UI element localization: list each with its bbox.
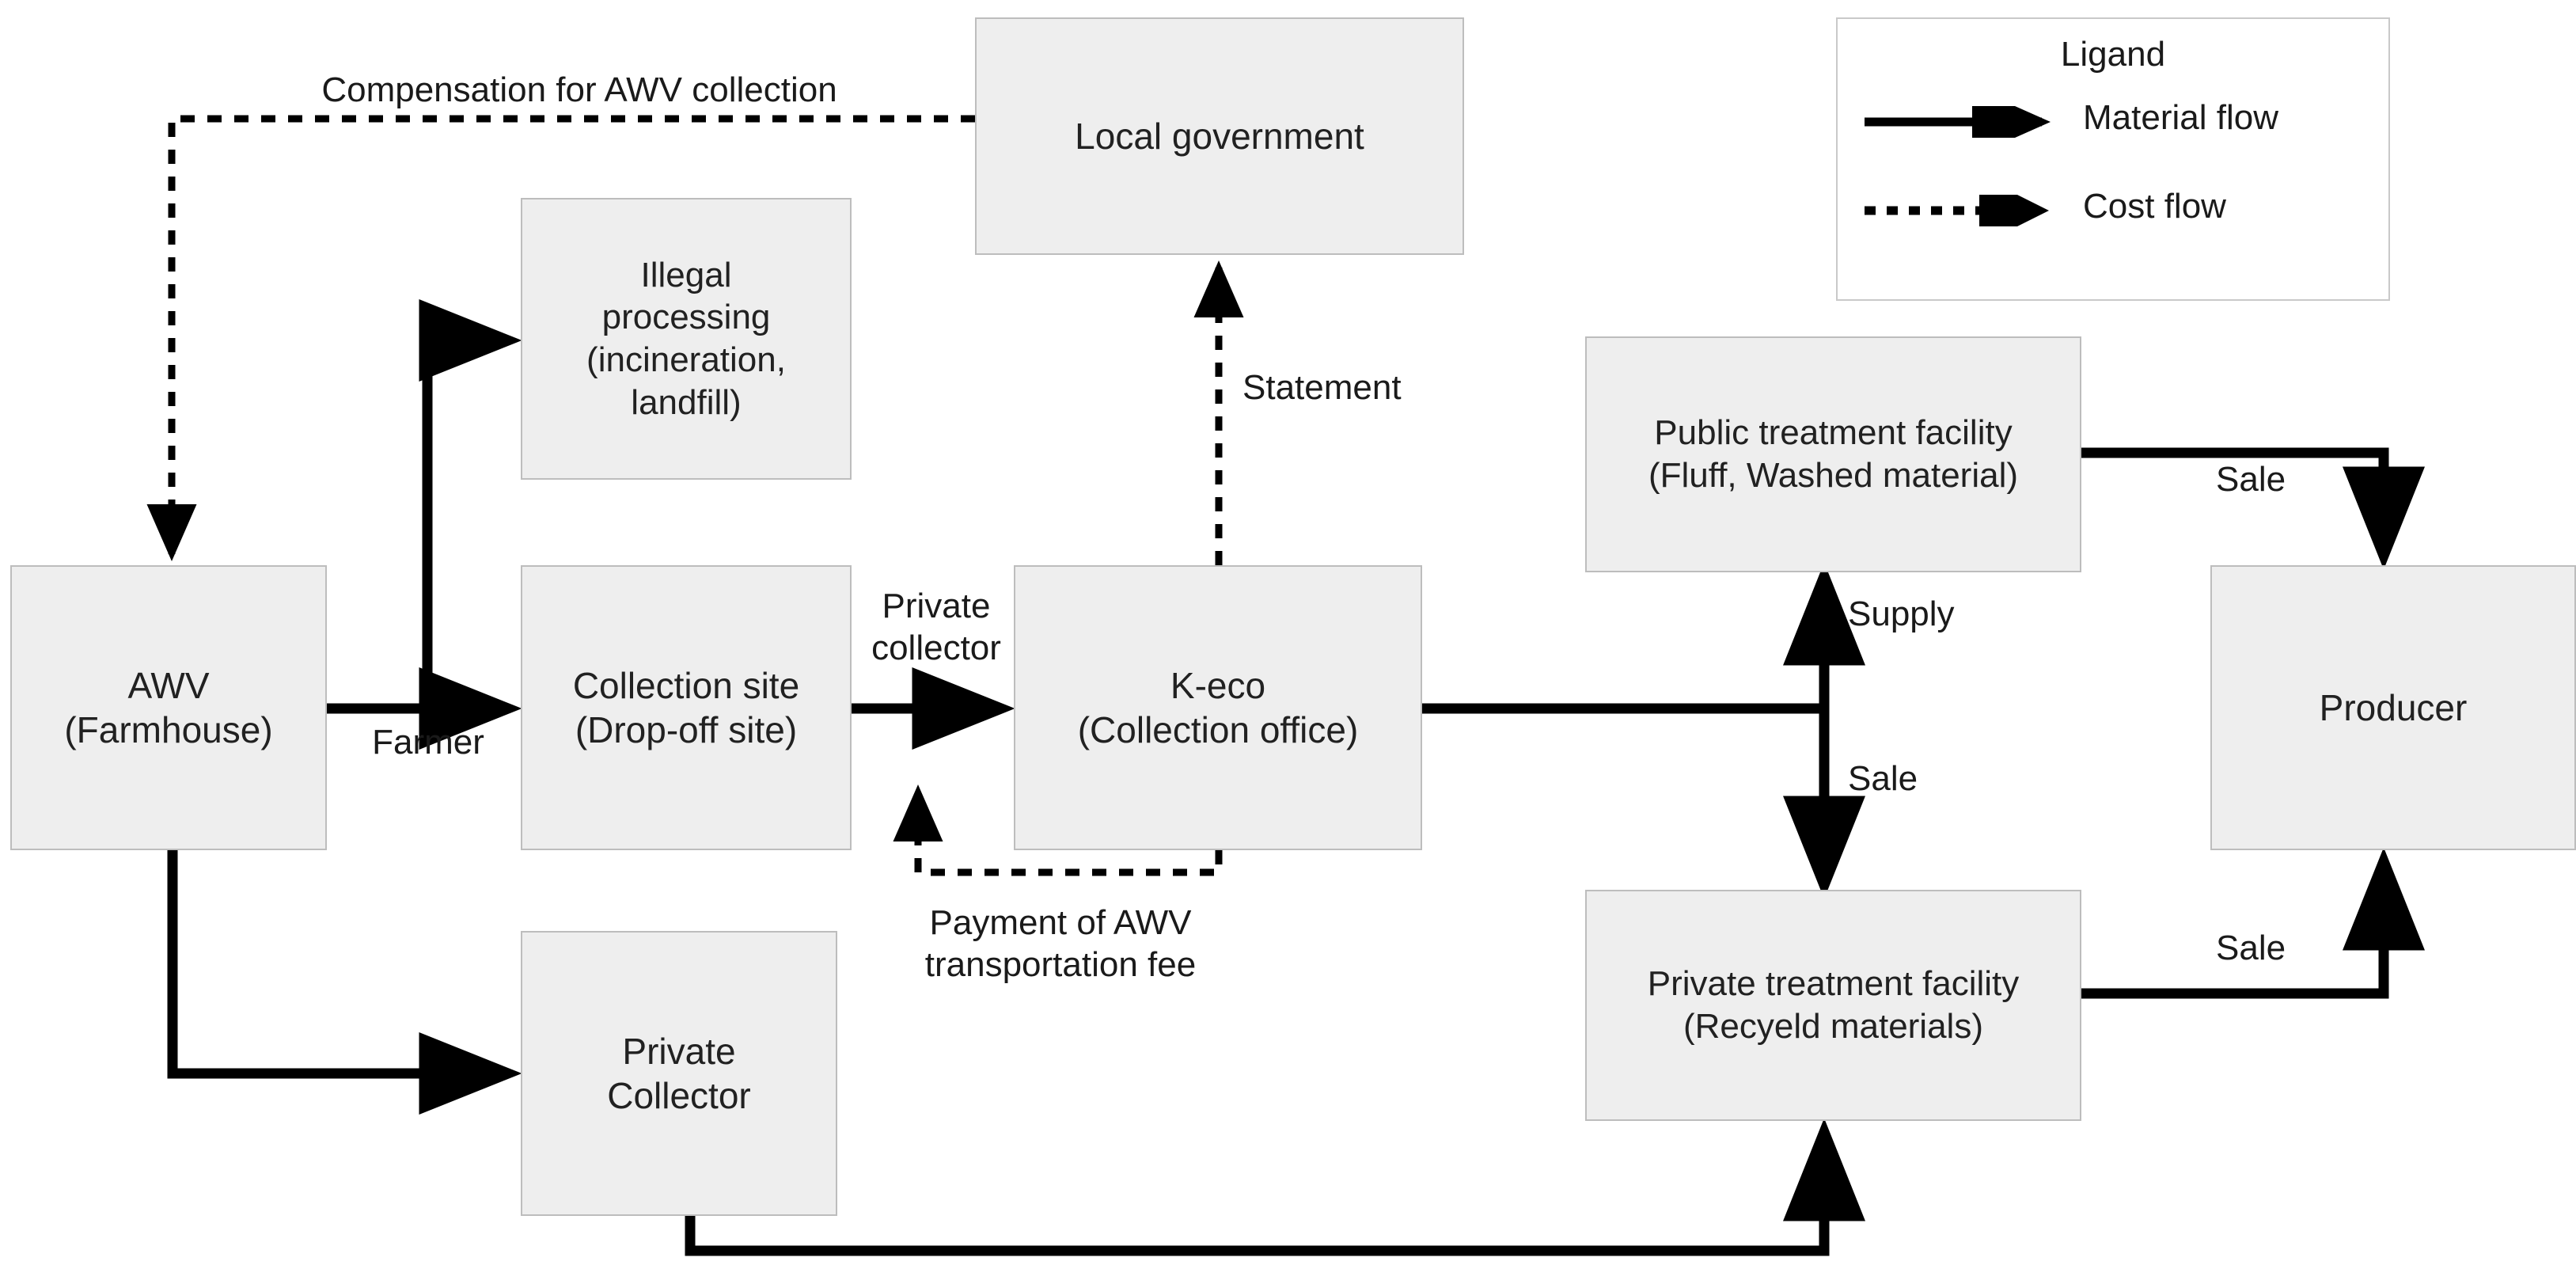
edge-label-sale-private-to-producer: Sale [2216,929,2286,967]
edge-label-supply: Supply [1848,595,1955,633]
legend-material-flow-label: Material flow [2083,98,2278,137]
legend-title: Ligand [2060,35,2166,74]
flow-keco-to-collectionsite-fee [893,784,1223,876]
node-private-collector[interactable]: Private Collector [521,931,837,1216]
edge-label-sale-public-to-producer: Sale [2216,460,2286,499]
legend-cost-flow-label: Cost flow [2083,187,2226,226]
flow-awv-to-illegalprocessing [419,299,522,708]
legend-cost-flow-icon [1865,195,2049,226]
node-producer-label: Producer [2319,686,2468,728]
node-awv-farmhouse[interactable]: AWV (Farmhouse) [10,565,327,850]
edge-label-sale-center: Sale [1848,759,1918,798]
edge-label-private-collector: Private collector [871,587,1001,667]
node-private-treatment-facility[interactable]: Private treatment facility (Recyeld mate… [1585,890,2081,1121]
node-local-government-label: Local government [1075,115,1364,157]
node-collection-site[interactable]: Collection site (Drop-off site) [521,565,852,850]
node-awv-farmhouse-label: AWV (Farmhouse) [64,664,273,750]
node-public-treatment-facility-label: Public treatment facility (Fluff, Washed… [1648,413,2019,495]
flow-publicfacility-to-producer [2081,447,2425,570]
node-illegal-processing[interactable]: Illegal processing (incineration, landfi… [521,198,852,480]
node-local-government[interactable]: Local government [975,17,1464,255]
flow-awv-to-privatecollector [167,850,522,1115]
node-private-treatment-facility-label: Private treatment facility (Recyeld mate… [1647,964,2020,1046]
node-collection-site-label: Collection site (Drop-off site) [572,664,800,750]
node-k-eco-label: K-eco (Collection office) [1077,664,1359,750]
legend-panel: Ligand Material flow Cost flow [1836,17,2390,301]
edge-label-payment-transportation-fee: Payment of AWV transportation fee [924,903,1197,984]
node-k-eco[interactable]: K-eco (Collection office) [1014,565,1422,850]
edge-label-compensation: Compensation for AWV collection [321,70,837,109]
node-public-treatment-facility[interactable]: Public treatment facility (Fluff, Washed… [1585,336,2081,572]
node-illegal-processing-label: Illegal processing (incineration, landfi… [586,255,786,422]
edge-label-statement: Statement [1242,368,1402,407]
flow-privatecollector-to-privatefacility [685,1118,1865,1256]
node-private-collector-label: Private Collector [607,1030,751,1116]
flow-privatefacility-to-producer [2081,847,2425,999]
legend-material-flow-icon [1865,106,2051,138]
node-producer[interactable]: Producer [2210,565,2576,850]
edge-label-farmer: Farmer [372,723,484,762]
